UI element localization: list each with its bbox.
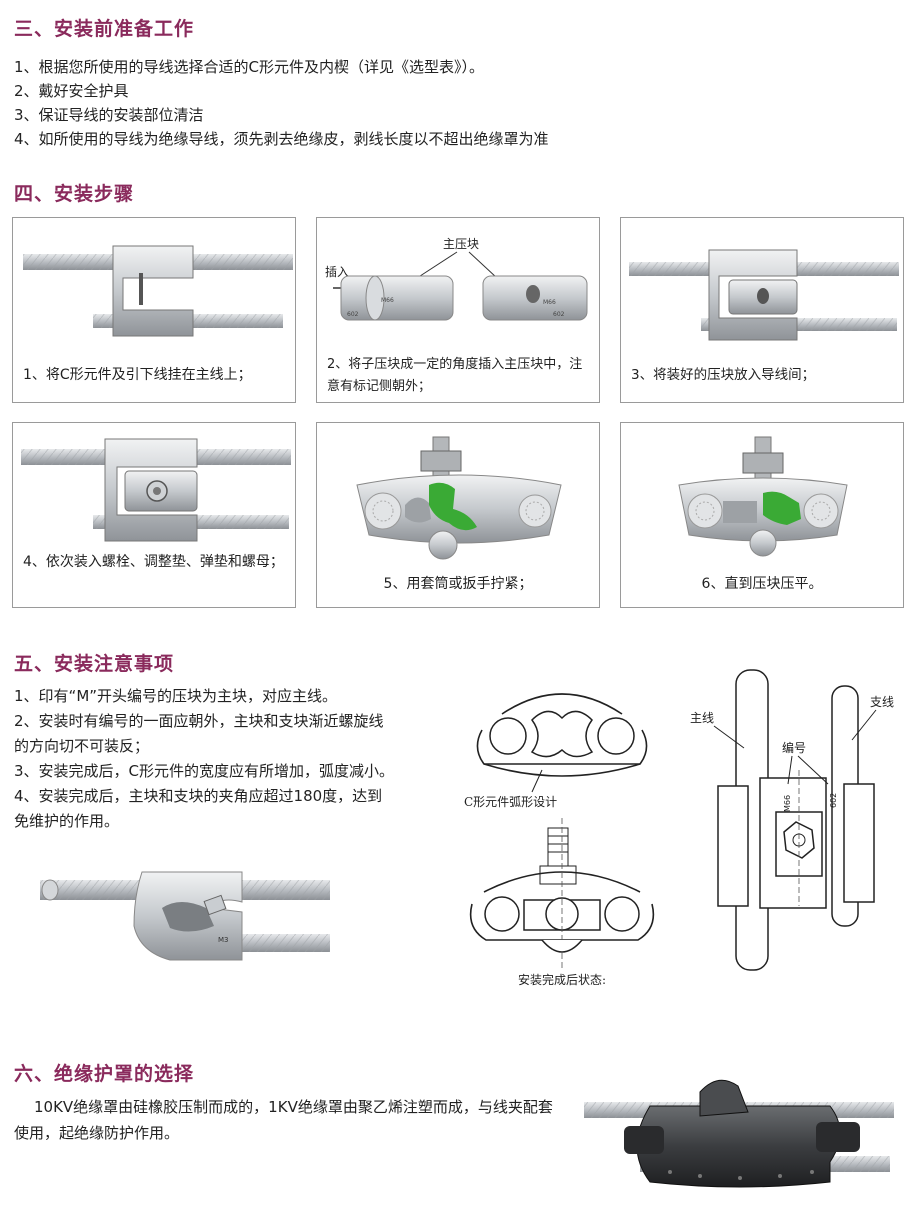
block-mark-602-b: 602 — [553, 311, 565, 318]
number-label: 编号 — [782, 740, 806, 755]
installed-state-label: 安装完成后状态: — [518, 972, 606, 987]
section-3-title: 三、安装前准备工作 — [14, 18, 195, 40]
list-item: 4、安装完成后，主块和支块的夹角应超过180度，达到 — [14, 787, 383, 805]
section-4-title: 四、安装步骤 — [14, 183, 135, 205]
side-mark-m66: M66 — [783, 795, 792, 812]
main-block-label: 主压块 — [443, 237, 479, 251]
step-4-illustration — [21, 438, 291, 542]
step-card-6: 6、直到压块压平。 — [620, 422, 904, 608]
step-card-4: 4、依次装入螺栓、调整垫、弹垫和螺母； — [12, 422, 296, 608]
c-element-label: C形元件弧形设计 — [464, 795, 557, 809]
step-5-caption: 5、用套筒或扳手拧紧； — [383, 576, 533, 592]
section-3-list: 1、根据您所使用的导线选择合适的C形元件及内楔（详见《选型表》）。 2、戴好安全… — [14, 55, 549, 151]
clamp-mark: M3 — [218, 936, 229, 944]
step-1-caption: 1、将C形元件及引下线挂在主线上； — [23, 367, 252, 383]
step-5-illustration — [356, 436, 562, 560]
step-3-illustration — [629, 249, 899, 341]
list-item: 1、根据您所使用的导线选择合适的C形元件及内楔（详见《选型表》）。 — [14, 58, 485, 76]
block-mark-602: 602 — [347, 311, 359, 318]
list-item: 免维护的作用。 — [14, 812, 120, 830]
list-item: 的方向切不可装反； — [14, 737, 150, 755]
step-card-3: 3、将装好的压块放入导线间； — [620, 217, 904, 403]
step-6-illustration — [678, 436, 848, 557]
step-card-2: 主压块 插入 M66 602 M66 602 2、将子压块成一定的角度插入主压块… — [316, 217, 600, 403]
insulation-cover-illustration — [584, 1079, 894, 1188]
side-view-diagram: M66 602 主线 支线 编号 — [690, 669, 894, 971]
side-mark-602: 602 — [829, 793, 838, 808]
step-card-1: 1、将C形元件及引下线挂在主线上； — [12, 217, 296, 403]
step-1-illustration — [23, 245, 293, 337]
list-item: 4、如所使用的导线为绝缘导线，须先剥去绝缘皮，剥线长度以不超出绝缘罩为准 — [14, 130, 549, 148]
section-5-title: 五、安装注意事项 — [14, 653, 175, 675]
list-item: 2、安装时有编号的一面应朝外，主块和支块渐近螺旋线 — [14, 712, 384, 730]
branch-line-label: 支线 — [870, 695, 894, 709]
step-3-caption: 3、将装好的压块放入导线间； — [631, 367, 816, 383]
step-card-5: 5、用套筒或扳手拧紧； — [316, 422, 600, 608]
section-6-title: 六、绝缘护罩的选择 — [14, 1063, 195, 1085]
block-mark-m66-b: M66 — [543, 299, 556, 306]
list-item: 3、安装完成后，C形元件的宽度应有所增加，弧度减小。 — [14, 762, 395, 780]
step-2-illustration: 主压块 插入 M66 602 M66 602 — [325, 237, 588, 321]
list-item: 3、保证导线的安装部位清洁 — [14, 106, 204, 124]
section-6-text: 10KV绝缘罩由硅橡胶压制而成的，1KV绝缘罩由聚乙烯注塑而成，与线夹配套使用，… — [14, 1098, 553, 1142]
installed-clamp-illustration: M3 — [40, 871, 330, 961]
block-mark-m66: M66 — [381, 297, 394, 304]
c-element-diagram: C形元件弧形设计 安装完成后状态: — [464, 693, 655, 987]
list-item: 1、印有“M”开头编号的压块为主块，对应主线。 — [14, 687, 338, 705]
step-4-caption: 4、依次装入螺栓、调整垫、弹垫和螺母； — [23, 554, 284, 570]
step-2-caption: 2、将子压块成一定的角度插入主压块中，注意有标记侧朝外； — [327, 357, 583, 394]
list-item: 2、戴好安全护具 — [14, 82, 129, 100]
main-line-label: 主线 — [690, 711, 714, 725]
section-5-list: 1、印有“M”开头编号的压块为主块，对应主线。 2、安装时有编号的一面应朝外，主… — [14, 684, 394, 834]
step-6-caption: 6、直到压块压平。 — [701, 576, 823, 592]
insert-label: 插入 — [325, 265, 349, 279]
